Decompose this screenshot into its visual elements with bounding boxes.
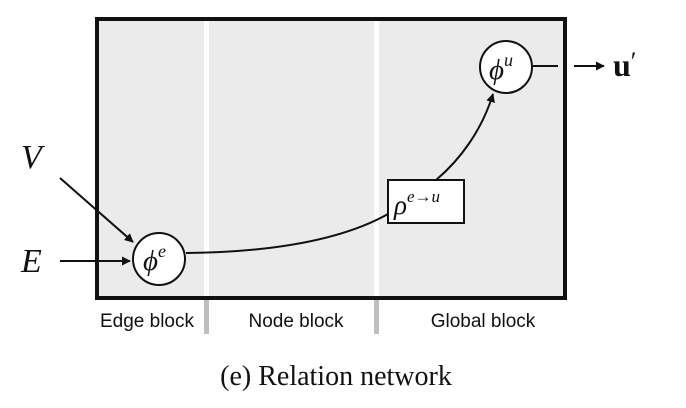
diagram-panel-border	[95, 17, 567, 300]
edge-node-divider	[204, 19, 209, 298]
edge-node-tick	[204, 298, 209, 334]
node-global-divider	[374, 19, 379, 298]
aggregation-to-global-arrow	[435, 93, 495, 181]
phi-e-node	[132, 232, 186, 286]
edge-block-label: Edge block	[100, 311, 195, 332]
rho-label: ρe→u	[393, 187, 440, 220]
figure-caption: (e) Relation network	[220, 361, 452, 392]
phi-e-label: ϕe	[143, 241, 166, 277]
phi-u-node	[479, 40, 533, 94]
node-global-tick	[374, 298, 379, 334]
phi-u-label: ϕu	[489, 50, 513, 86]
node-block-label: Node block	[248, 311, 344, 332]
edge-to-aggregation-curve	[185, 213, 389, 254]
rho-aggregation-node	[387, 179, 465, 224]
e-input-label: E	[20, 243, 42, 280]
v-input-label: V	[21, 139, 46, 176]
v-input-arrow	[59, 177, 134, 243]
global-block-label: Global block	[431, 311, 536, 332]
u-prime-output-label: u′	[613, 47, 636, 83]
